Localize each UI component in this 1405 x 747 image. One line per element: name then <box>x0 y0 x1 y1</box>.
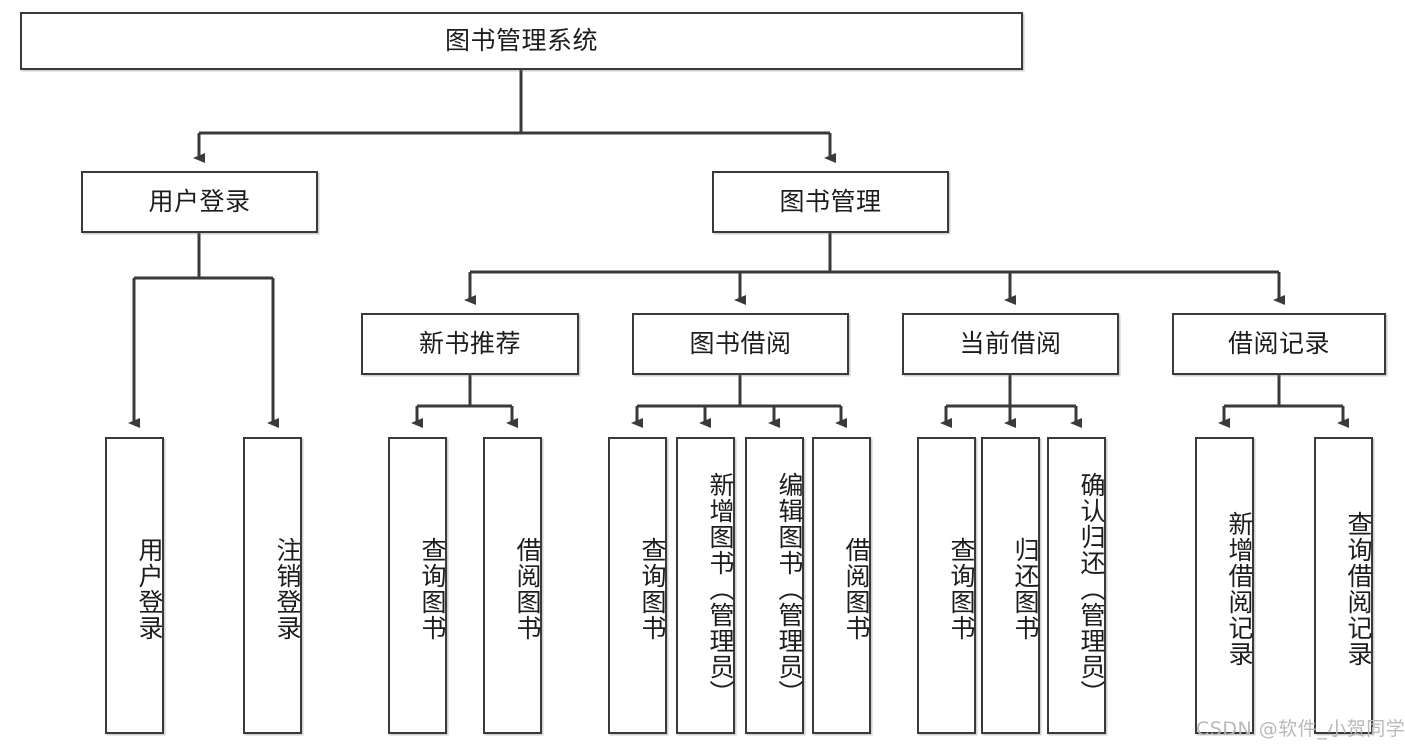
node-label: 归还图书 <box>1011 536 1040 641</box>
node-label: 当前借阅 <box>959 329 1062 359</box>
leaf-query-book-current[interactable]: 查询图书 <box>917 437 976 734</box>
node-label: 新增借阅记录 <box>1225 510 1254 667</box>
node-label: 借阅图书 <box>513 536 542 641</box>
node-label: 图书管理系统 <box>444 26 598 56</box>
leaf-borrow-book-recommend[interactable]: 借阅图书 <box>483 437 542 734</box>
node-label: 编辑图书（管理员） <box>775 471 804 706</box>
csdn-watermark: CSDN @软件_小贺同学 <box>1196 718 1405 740</box>
leaf-confirm-return-admin[interactable]: 确认归还（管理员） <box>1047 437 1106 734</box>
node-label: 图书借阅 <box>689 329 792 359</box>
node-book-management[interactable]: 图书管理 <box>712 171 949 233</box>
node-label: 查询图书 <box>638 536 667 641</box>
leaf-edit-book-admin[interactable]: 编辑图书（管理员） <box>745 437 804 734</box>
leaf-user-login[interactable]: 用户登录 <box>105 437 164 734</box>
leaf-add-book-admin[interactable]: 新增图书（管理员） <box>676 437 735 734</box>
leaf-query-book-borrow[interactable]: 查询图书 <box>608 437 667 734</box>
leaf-add-borrow-record[interactable]: 新增借阅记录 <box>1195 437 1254 734</box>
node-label: 借阅记录 <box>1227 329 1330 359</box>
node-borrow-record[interactable]: 借阅记录 <box>1172 313 1386 375</box>
node-label: 确认归还（管理员） <box>1077 471 1106 706</box>
node-current-borrow[interactable]: 当前借阅 <box>902 313 1119 375</box>
node-label: 查询图书 <box>418 536 447 641</box>
node-label: 借阅图书 <box>842 536 871 641</box>
node-label: 用户登录 <box>148 187 251 217</box>
node-label: 查询借阅记录 <box>1344 510 1373 667</box>
leaf-query-borrow-record[interactable]: 查询借阅记录 <box>1314 437 1373 734</box>
node-label: 新书推荐 <box>418 329 521 359</box>
node-user-login[interactable]: 用户登录 <box>81 171 318 233</box>
leaf-borrow-book[interactable]: 借阅图书 <box>812 437 871 734</box>
leaf-return-book[interactable]: 归还图书 <box>981 437 1040 734</box>
node-label: 新增图书（管理员） <box>706 471 735 706</box>
node-book-borrow[interactable]: 图书借阅 <box>632 313 849 375</box>
leaf-logout-login[interactable]: 注销登录 <box>243 437 302 734</box>
node-label: 注销登录 <box>273 536 302 641</box>
node-label: 查询图书 <box>947 536 976 641</box>
leaf-query-book-recommend[interactable]: 查询图书 <box>388 437 447 734</box>
node-new-book-recommend[interactable]: 新书推荐 <box>361 313 579 375</box>
node-root-book-management-system[interactable]: 图书管理系统 <box>20 12 1023 70</box>
node-label: 用户登录 <box>135 536 164 641</box>
node-label: 图书管理 <box>779 187 882 217</box>
